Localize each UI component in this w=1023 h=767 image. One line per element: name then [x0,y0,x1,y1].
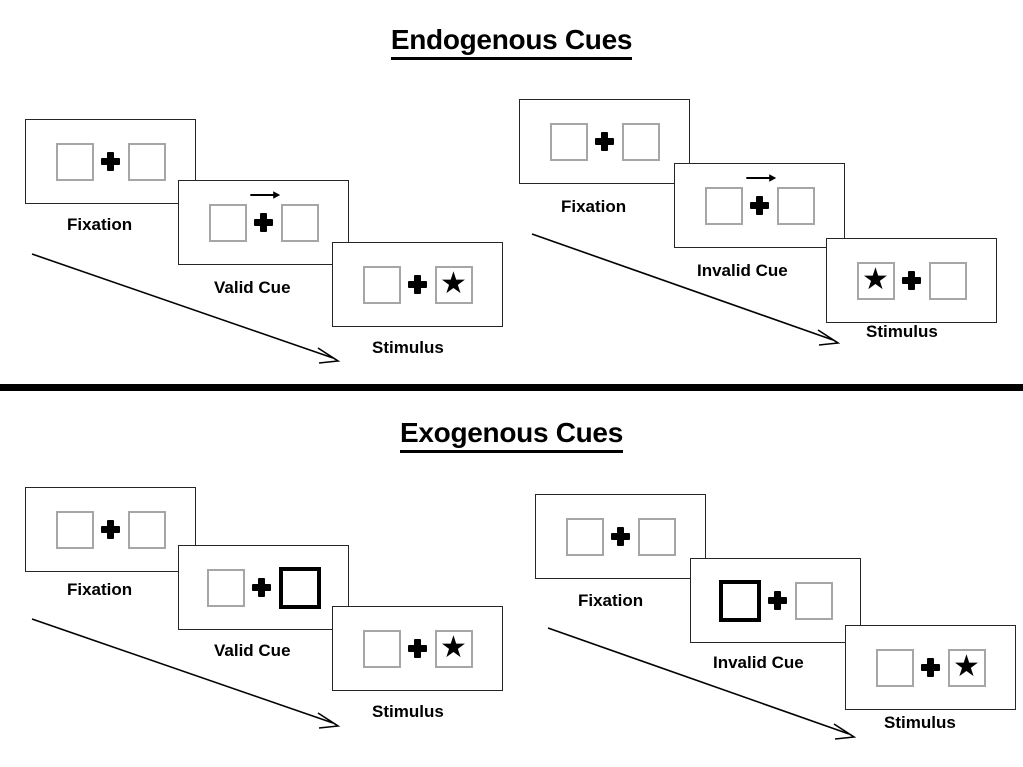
star-icon: ★ [440,266,467,300]
caption-endogenous-valid-cue: Valid Cue [214,278,291,297]
panel-endogenous-valid-fixation[interactable] [25,119,196,204]
arrow-right-cue-icon [745,173,776,182]
caption-endogenous-invalid-cue: Invalid Cue [697,261,788,280]
panel-content [206,566,321,609]
panel-content: ★ [362,265,473,304]
panel-content [718,579,833,622]
panel-endogenous-valid-stimulus[interactable]: ★ [332,242,503,327]
fixation-cross-icon [895,262,929,300]
right-box[interactable] [280,203,319,242]
page-title-endogenous-text: Endogenous Cues [390,24,632,60]
star-icon: ★ [440,630,467,664]
fixation-cross-icon [401,266,435,304]
caption-exogenous-invalid-cue: Invalid Cue [713,653,804,672]
left-box[interactable] [362,629,401,668]
panel-content [549,122,660,161]
panel-exogenous-valid-stimulus[interactable]: ★ [332,606,503,691]
panel-endogenous-invalid-stimulus[interactable]: ★ [826,238,997,323]
page-title-exogenous: Exogenous Cues [0,417,1023,453]
time-arrow-endogenous-valid [31,253,341,364]
time-arrow-exogenous-invalid [547,627,857,740]
star-icon: ★ [862,262,889,296]
caption-endogenous-valid-stimulus: Stimulus [372,338,444,357]
fixation-cross-icon [743,173,777,225]
fixation-cross-icon [401,630,435,668]
left-box[interactable] [55,510,94,549]
panel-content: ★ [856,261,967,300]
caption-endogenous-invalid-fixation: Fixation [561,197,627,216]
right-box-with-star[interactable]: ★ [434,629,473,668]
fixation-cross-icon [914,649,948,687]
fixation-cross-icon [94,511,128,549]
caption-exogenous-valid-stimulus: Stimulus [372,702,444,721]
fixation-cross-icon [94,143,128,181]
caption-endogenous-invalid-stimulus: Stimulus [866,322,938,341]
right-box[interactable] [127,142,166,181]
caption-exogenous-valid-cue: Valid Cue [214,641,291,660]
right-box-with-star[interactable]: ★ [947,648,986,687]
panel-content [704,173,815,225]
left-box[interactable] [362,265,401,304]
right-box[interactable] [794,581,833,620]
right-box[interactable] [776,186,815,225]
panel-content: ★ [875,648,986,687]
left-box-cue-highlight[interactable] [718,579,761,622]
fixation-cross-icon [761,582,795,620]
time-arrow-exogenous-valid [31,618,341,729]
left-box[interactable] [549,122,588,161]
panel-content [565,517,676,556]
left-box[interactable] [55,142,94,181]
panel-exogenous-invalid-cue[interactable] [690,558,861,643]
fixation-cross-icon [588,123,622,161]
page-title-endogenous: Endogenous Cues [0,24,1023,60]
right-box-cue-highlight[interactable] [278,566,321,609]
right-box[interactable] [621,122,660,161]
panel-endogenous-invalid-cue[interactable] [674,163,845,248]
right-box[interactable] [637,517,676,556]
caption-exogenous-valid-fixation: Fixation [67,580,133,599]
panel-content [55,142,166,181]
panel-exogenous-invalid-stimulus[interactable]: ★ [845,625,1016,710]
fixation-cross-icon [245,569,279,607]
fixation-cross-icon [247,190,281,242]
section-divider [0,384,1023,391]
panel-endogenous-valid-cue[interactable] [178,180,349,265]
fixation-cross-icon [604,518,638,556]
star-icon: ★ [953,649,980,683]
left-box[interactable] [206,568,245,607]
panel-content [55,510,166,549]
time-arrow-endogenous-invalid [531,233,841,346]
panel-content: ★ [362,629,473,668]
caption-exogenous-invalid-stimulus: Stimulus [884,713,956,732]
left-box-with-star[interactable]: ★ [856,261,895,300]
page-title-exogenous-text: Exogenous Cues [400,417,623,453]
panel-endogenous-invalid-fixation[interactable] [519,99,690,184]
left-box[interactable] [704,186,743,225]
panel-exogenous-valid-fixation[interactable] [25,487,196,572]
left-box[interactable] [875,648,914,687]
right-box[interactable] [928,261,967,300]
left-box[interactable] [565,517,604,556]
left-box[interactable] [208,203,247,242]
panel-content [208,190,319,242]
right-box-with-star[interactable]: ★ [434,265,473,304]
panel-exogenous-invalid-fixation[interactable] [535,494,706,579]
right-box[interactable] [127,510,166,549]
caption-exogenous-invalid-fixation: Fixation [578,591,644,610]
arrow-right-cue-icon [249,190,280,199]
caption-endogenous-valid-fixation: Fixation [67,215,133,234]
panel-exogenous-valid-cue[interactable] [178,545,349,630]
